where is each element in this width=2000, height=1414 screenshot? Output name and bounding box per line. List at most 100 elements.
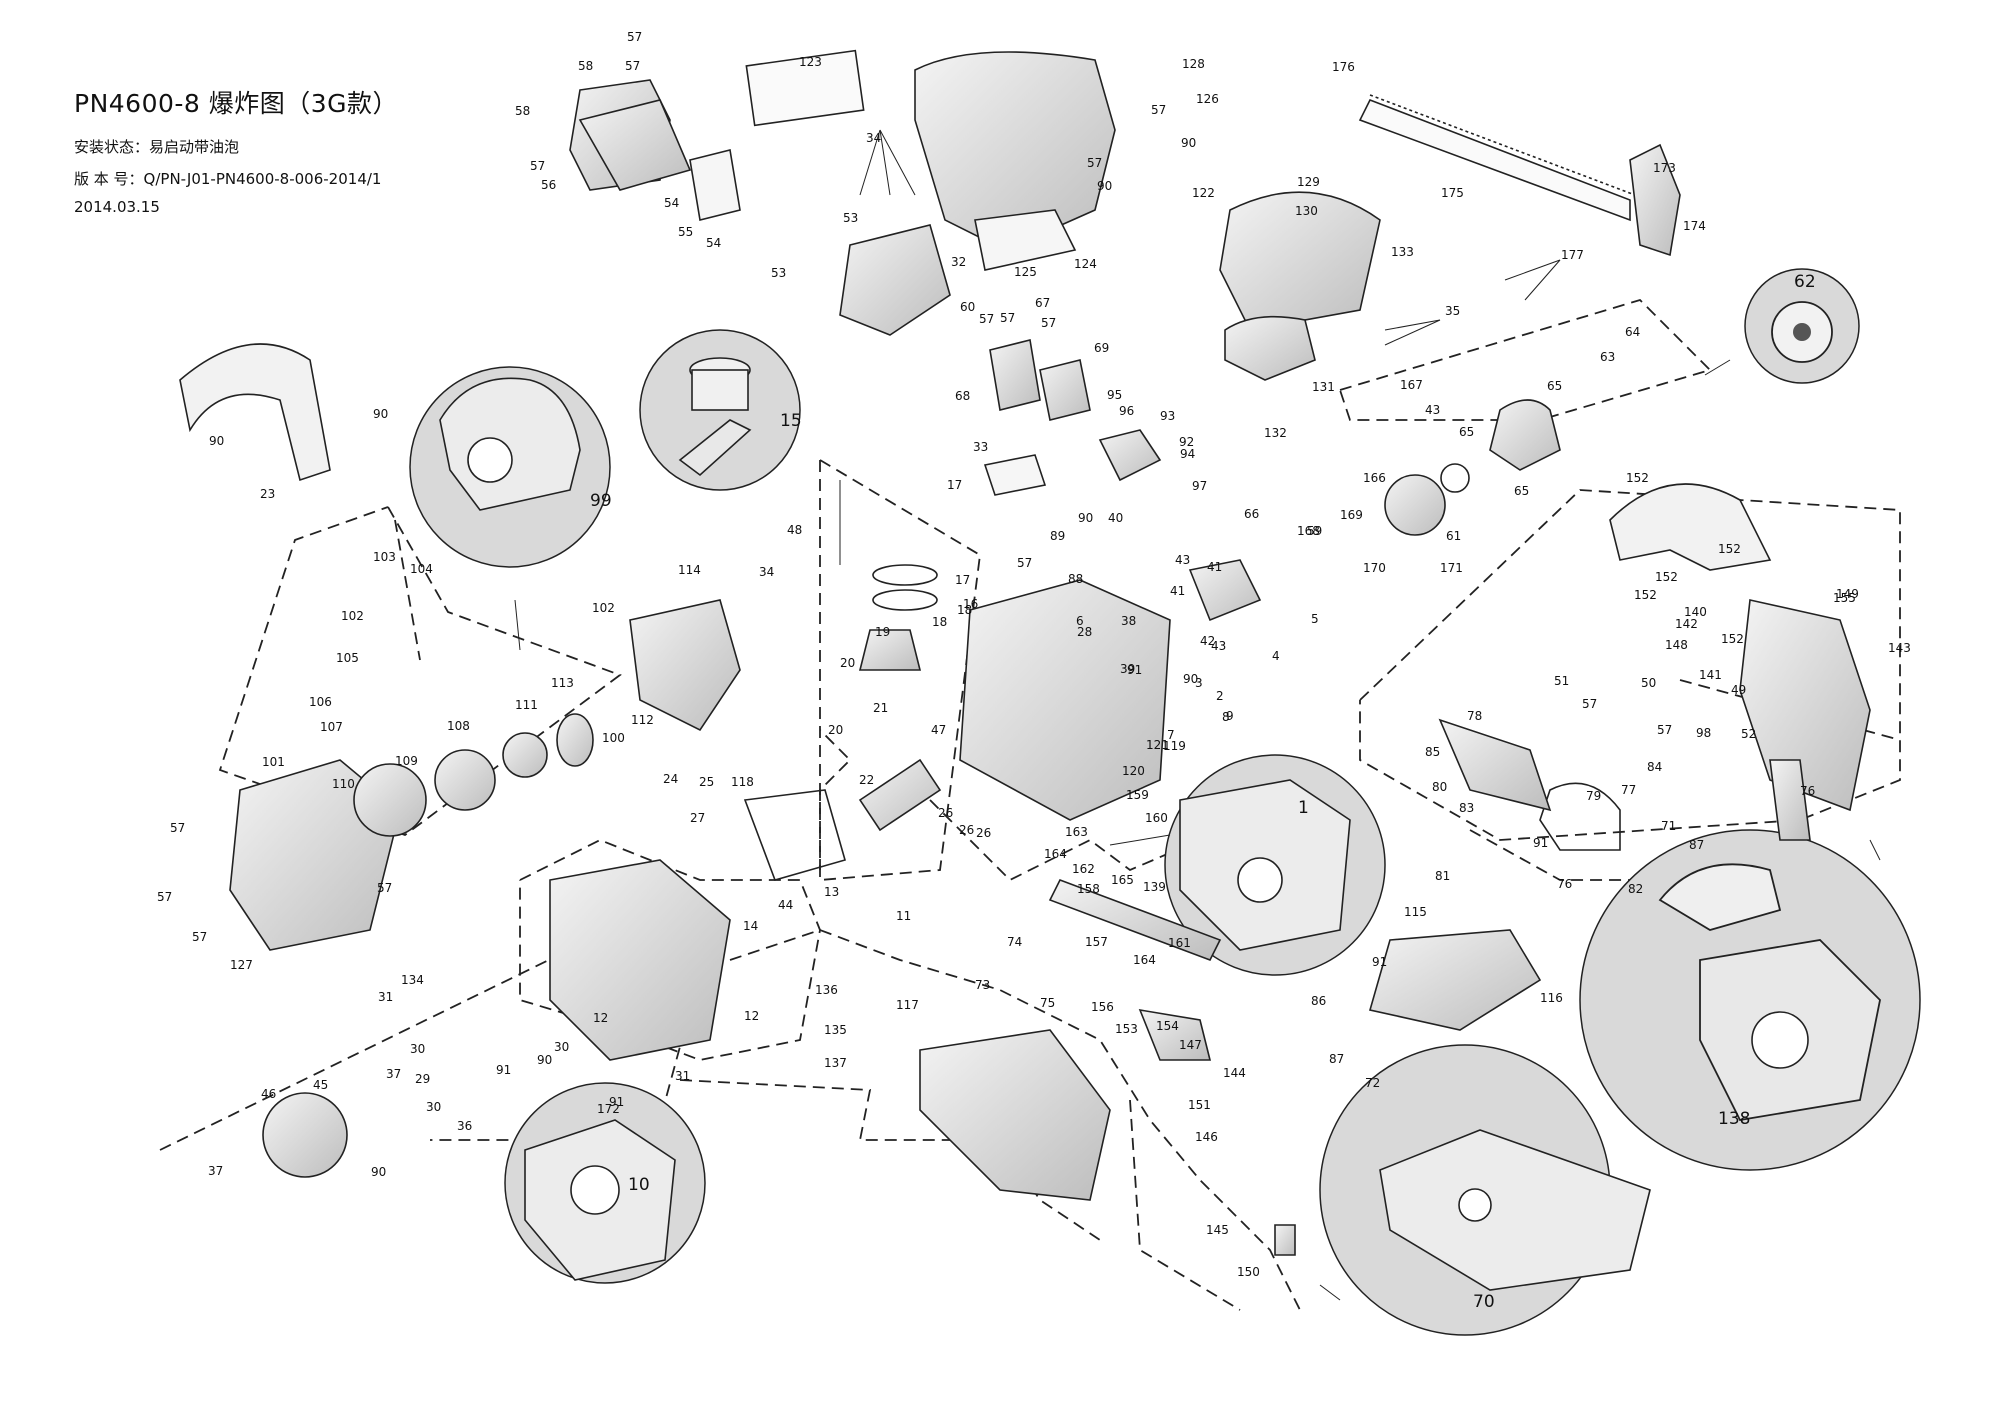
part-label: 135	[824, 1023, 847, 1037]
part-label: 133	[1391, 245, 1414, 259]
part-label: 106	[309, 695, 332, 709]
part-label: 4	[1272, 649, 1280, 663]
part-label: 38	[1121, 614, 1136, 628]
part-label: 43	[1425, 403, 1440, 417]
callout-label-10: 10	[628, 1175, 650, 1195]
part-label: 32	[951, 255, 966, 269]
gasket-27-shape	[743, 789, 846, 881]
part-label: 7	[1167, 728, 1175, 742]
clutch-65-shape	[1489, 399, 1561, 471]
part-label: 57	[1151, 103, 1166, 117]
part-label: 152	[1721, 632, 1744, 646]
part-label: 21	[873, 701, 888, 715]
part-label: 60	[960, 300, 975, 314]
part-label: 11	[896, 909, 911, 923]
part-label: 157	[1085, 935, 1108, 949]
part-label: 54	[706, 236, 721, 250]
part-label: 174	[1683, 219, 1706, 233]
part-label: 80	[1432, 780, 1447, 794]
part-label: 163	[1065, 825, 1088, 839]
part-label: 77	[1621, 783, 1636, 797]
part-label: 78	[1467, 709, 1482, 723]
part-label: 137	[824, 1056, 847, 1070]
part-label: 88	[1068, 572, 1083, 586]
part-label: 121	[1146, 738, 1169, 752]
part-label: 18	[932, 615, 947, 629]
callout-label-15: 15	[780, 411, 802, 431]
intake-67-shape	[989, 339, 1041, 411]
part-label: 66	[1244, 507, 1259, 521]
ratchet-111-shape	[556, 713, 594, 767]
leader-line	[1384, 319, 1441, 331]
part-label: 37	[208, 1164, 223, 1178]
part-label: 34	[866, 131, 881, 145]
part-label: 48	[787, 523, 802, 537]
callout-138: 138	[1579, 829, 1921, 1171]
label-123-shape	[745, 49, 865, 127]
part-label: 27	[690, 811, 705, 825]
part-label: 18	[957, 603, 972, 617]
part-label: 126	[1196, 92, 1219, 106]
filter-66-shape	[983, 454, 1047, 496]
callout-label-138: 138	[1718, 1109, 1750, 1129]
part-label: 165	[1111, 873, 1134, 887]
rear-handle-outline	[679, 1079, 1101, 1241]
part-label: 40	[1108, 511, 1123, 525]
part-label: 168	[1297, 524, 1320, 538]
part-label: 90	[1097, 179, 1112, 193]
part-label: 57	[1041, 316, 1056, 330]
part-label: 24	[663, 772, 678, 786]
part-label: 57	[1017, 556, 1032, 570]
part-label: 52	[1741, 727, 1756, 741]
part-label: 30	[554, 1040, 569, 1054]
part-label: 85	[1425, 745, 1440, 759]
part-label: 159	[1126, 788, 1149, 802]
part-label: 61	[1446, 529, 1461, 543]
part-label: 155	[1833, 591, 1856, 605]
gasket-55-shape	[689, 149, 741, 221]
part-number-labels: 57 58 58 57 57 56 54 55 54 123 34 53 53 …	[157, 30, 1911, 1279]
part-label: 173	[1653, 161, 1676, 175]
part-label: 47	[931, 723, 946, 737]
part-label: 115	[1404, 905, 1427, 919]
part-label: 36	[457, 1119, 472, 1133]
callout-label-70: 70	[1473, 1292, 1495, 1312]
part-label: 98	[1696, 726, 1711, 740]
part-label: 129	[1297, 175, 1320, 189]
part-silhouettes	[179, 49, 1871, 1256]
part-label: 117	[896, 998, 919, 1012]
part-label: 91	[1127, 663, 1142, 677]
callout-arrow	[1319, 1284, 1341, 1301]
part-label: 127	[230, 958, 253, 972]
part-label: 74	[1007, 935, 1022, 949]
part-label: 109	[395, 754, 418, 768]
part-label: 82	[1628, 882, 1643, 896]
part-label: 30	[426, 1100, 441, 1114]
part-label: 76	[1800, 784, 1815, 798]
part-label: 101	[262, 755, 285, 769]
part-label: 141	[1699, 668, 1722, 682]
part-label: 143	[1888, 641, 1911, 655]
part-label: 147	[1179, 1038, 1202, 1052]
part-label: 149	[1836, 587, 1859, 601]
callout-arrow	[1704, 359, 1731, 376]
crank-shape	[678, 419, 752, 477]
starter-group-outline	[218, 506, 622, 837]
part-label: 22	[859, 773, 874, 787]
part-label: 57	[157, 890, 172, 904]
part-label: 30	[410, 1042, 425, 1056]
part-label: 92	[1179, 435, 1194, 449]
clutch-center-shape	[1793, 323, 1811, 341]
part-label: 43	[1211, 639, 1226, 653]
gasket-124-shape	[974, 209, 1077, 271]
chain-brake-cover-139-shape	[1739, 599, 1871, 812]
bearing-seat-shape	[570, 1165, 620, 1215]
part-label: 142	[1675, 617, 1698, 631]
switch-75-shape	[1274, 1224, 1296, 1256]
part-label: 44	[778, 898, 793, 912]
part-label: 145	[1206, 1223, 1229, 1237]
part-label: 53	[771, 266, 786, 280]
part-label: 26	[976, 826, 991, 840]
part-label: 13	[824, 885, 839, 899]
piston-16-shape	[858, 629, 922, 671]
